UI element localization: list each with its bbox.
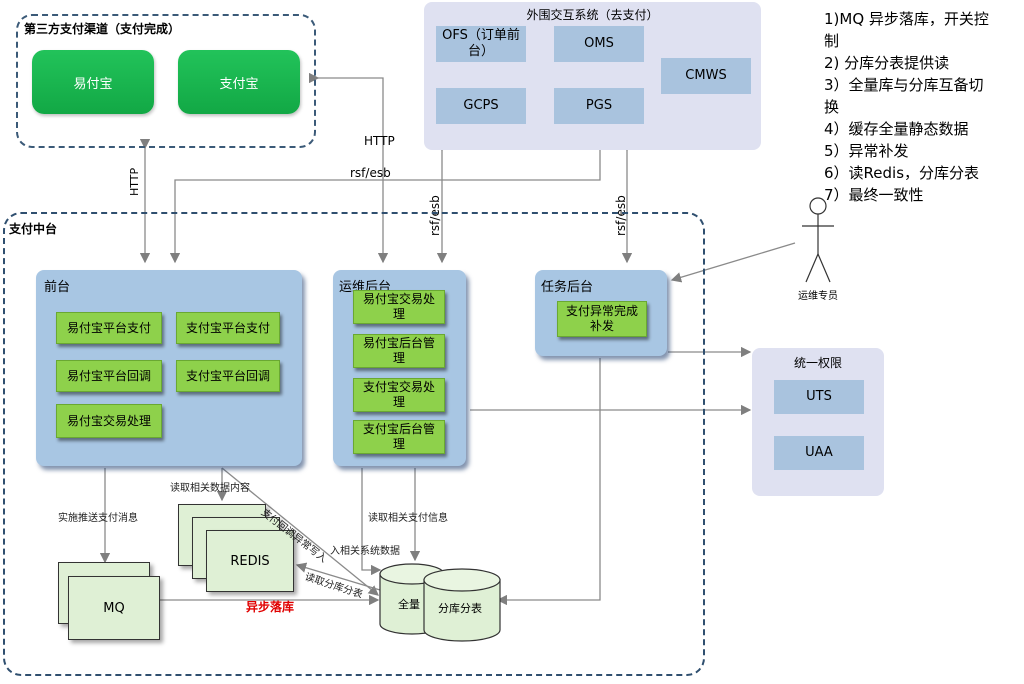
ofs-label-line1: OFS（订单前 [442, 28, 520, 43]
ofs-box: OFS（订单前 台） [436, 26, 526, 62]
ops-item: 易付宝交易处 理 [353, 290, 445, 324]
ops-item: 易付宝后台管 理 [353, 334, 445, 368]
cmws-box: CMWS [661, 58, 751, 94]
payment-center-title: 支付中台 [9, 222, 58, 236]
uaa-box: UAA [774, 436, 864, 470]
zhifubao-channel: 支付宝 [178, 50, 300, 114]
note-read-related: 读取相关数据内容 [170, 483, 250, 494]
frontend-title: 前台 [44, 280, 71, 295]
mq-label: MQ [103, 600, 125, 616]
task-backend-panel: 任务后台 支付异常完成 补发 [535, 270, 667, 356]
frontend-link-fulldb [221, 467, 380, 596]
frontend-item: 支付宝平台支付 [176, 312, 280, 344]
unified-auth-title: 统一权限 [793, 356, 842, 370]
shard-db-label: 分库分表 [438, 602, 482, 615]
ops-item: 支付宝后台管 理 [353, 420, 445, 454]
frontend-item: 易付宝平台支付 [56, 312, 162, 344]
ops-item-line: 支付宝交易处 [362, 380, 435, 394]
ops-item-line: 理 [392, 307, 405, 321]
gcps-box: GCPS [436, 88, 526, 124]
rsf-top-label: rsf/esb [350, 166, 391, 180]
legend-line: 1)MQ 异步落库，开关控 [824, 10, 989, 28]
unified-auth-panel: 统一权限 UTS UAA [752, 348, 884, 496]
http-link-third-ops [308, 72, 389, 264]
legend-line: 2) 分库分表提供读 [824, 54, 950, 72]
third-party-group: 第三方支付渠道（支付完成） 易付宝 支付宝 [16, 14, 316, 148]
legend-line: 3）全量库与分库互备切 [824, 76, 984, 94]
legend-line: 5）异常补发 [824, 142, 909, 160]
ops-item-line: 理 [392, 437, 405, 451]
http-mid-label: HTTP [364, 134, 395, 148]
pgs-box: PGS [554, 88, 644, 124]
mq-box: MQ [68, 576, 160, 640]
legend-line: 7）最终一致性 [824, 186, 924, 204]
yifubao-channel: 易付宝 [32, 50, 154, 114]
note-read-payment: 读取相关支付信息 [368, 513, 448, 524]
frontend-item: 易付宝平台回调 [56, 360, 162, 392]
ops-item-line: 理 [392, 351, 405, 365]
uts-box: UTS [774, 380, 864, 414]
actor-label: 运维专员 [798, 291, 838, 302]
ops-item-line: 支付宝后台管 [362, 422, 435, 436]
rsf-link-pgs-frontend [169, 125, 601, 264]
ops-item-line: 易付宝交易处 [362, 292, 435, 306]
external-systems-title: 外围交互系统（去支付） [526, 8, 659, 22]
task-item-line: 补发 [589, 319, 614, 333]
third-party-title: 第三方支付渠道（支付完成） [24, 22, 181, 36]
oms-box: OMS [554, 26, 644, 62]
full-db-label: 全量 [398, 598, 420, 611]
legend-line: 制 [824, 32, 840, 50]
task-link-shard [496, 358, 601, 606]
legend-line: 6）读Redis，分库分表 [824, 164, 980, 182]
ofs-label-line2: 台） [467, 44, 494, 59]
frontend-item: 支付宝平台回调 [176, 360, 280, 392]
note-related-system: 入相关系统数据 [330, 546, 400, 557]
legend-line: 换 [824, 98, 840, 116]
task-backend-title: 任务后台 [541, 280, 594, 295]
task-item: 支付异常完成 补发 [557, 301, 647, 337]
legend-notes: 1)MQ 异步落库，开关控 制 2) 分库分表提供读 3）全量库与分库互备切 换… [824, 8, 1020, 206]
external-systems-panel: 外围交互系统（去支付） OFS（订单前 台） OMS CMWS GCPS PGS [424, 2, 761, 150]
frontend-item: 易付宝交易处理 [56, 404, 162, 438]
task-item-line: 支付异常完成 [565, 304, 638, 318]
redis-box: REDIS [206, 530, 294, 592]
ops-backend-panel: 运维后台 易付宝交易处 理 易付宝后台管 理 支付宝交易处 理 支付宝后台管 理 [333, 270, 466, 466]
async-storage-label: 异步落库 [246, 600, 295, 614]
ops-item-line: 易付宝后台管 [362, 336, 435, 350]
http-left-label: HTTP [128, 167, 141, 196]
legend-line: 4）缓存全量静态数据 [824, 120, 969, 138]
redis-label: REDIS [230, 553, 270, 569]
note-realtime-push: 实施推送支付消息 [58, 513, 138, 524]
frontend-panel: 前台 易付宝平台支付 支付宝平台支付 易付宝平台回调 支付宝平台回调 易付宝交易… [36, 270, 302, 466]
ops-item-line: 理 [392, 395, 405, 409]
actor-link-task [670, 242, 796, 283]
shard-link-redis [295, 562, 381, 591]
ops-link-fulldb [361, 468, 382, 576]
ops-item: 支付宝交易处 理 [353, 378, 445, 412]
payment-center-group: 支付中台 [3, 212, 705, 676]
